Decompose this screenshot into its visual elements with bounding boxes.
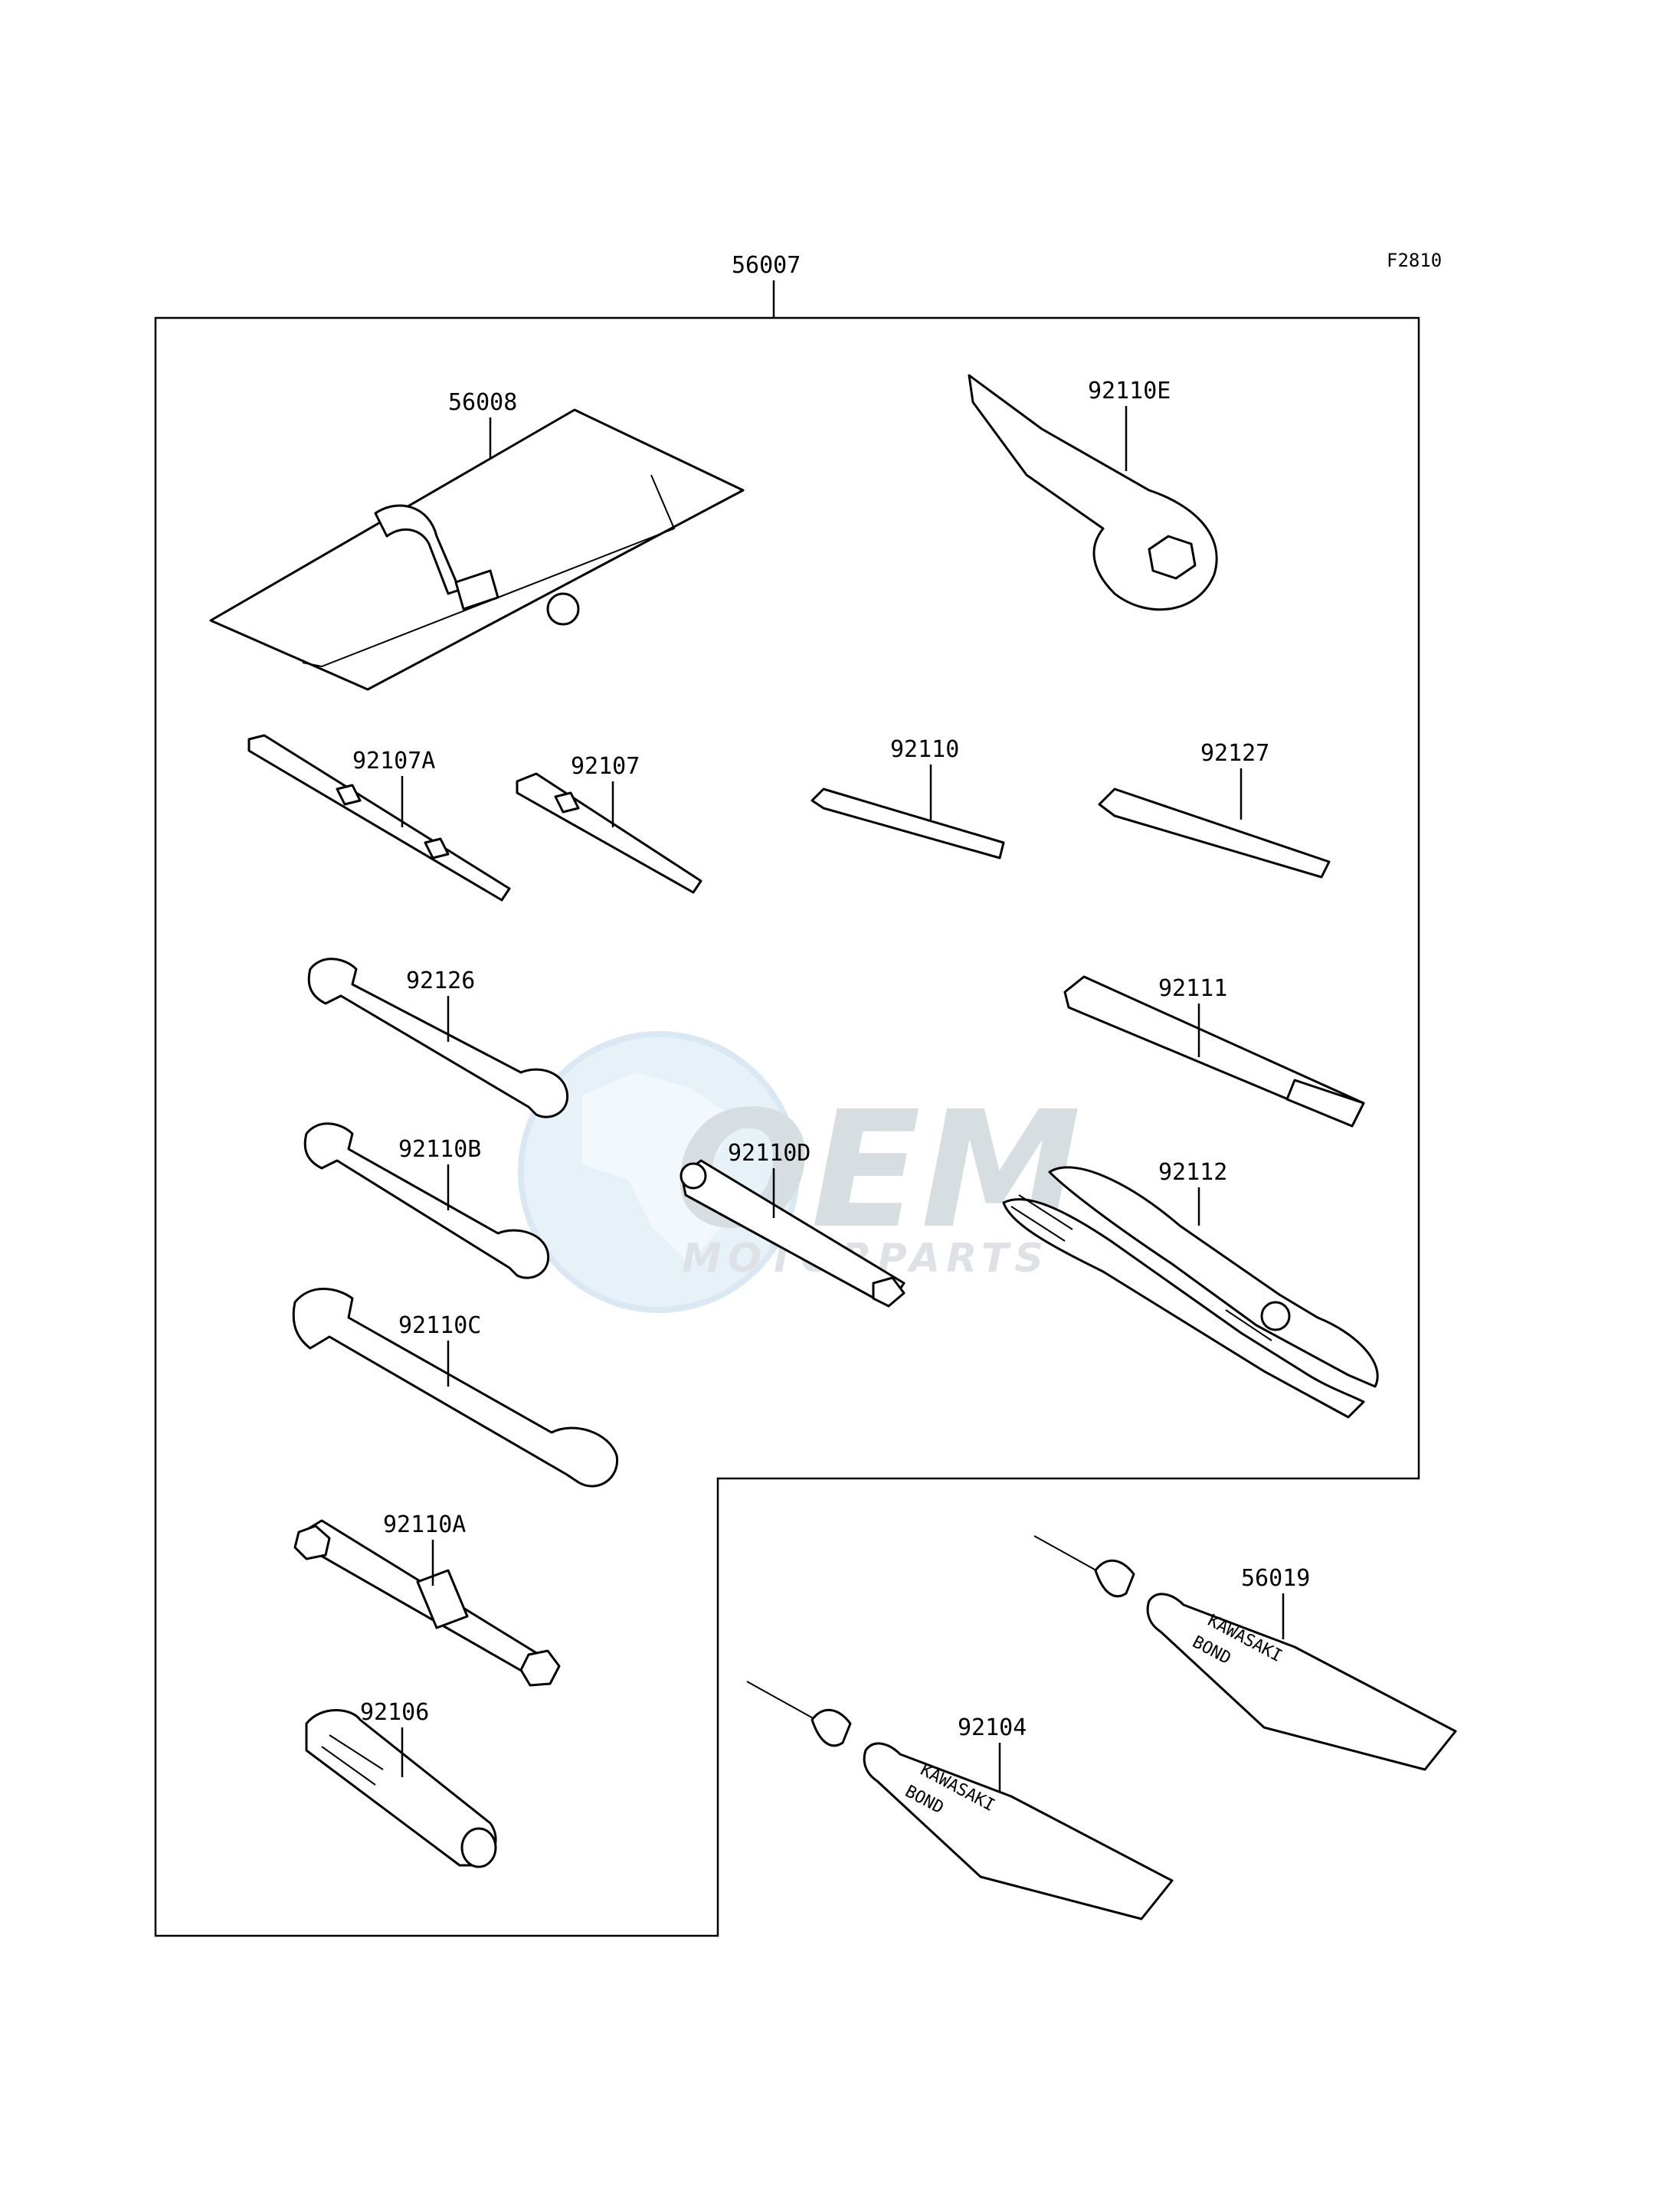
open-wrench-small (307, 958, 569, 1118)
watermark: OEM MOTORPARTS (518, 1031, 1081, 1313)
grip-handle (305, 1709, 497, 1868)
figure-code: F2810 (1387, 250, 1442, 271)
label-92127: 92127 (1200, 740, 1269, 767)
label-92110A: 92110A (383, 1511, 466, 1538)
label-92110E: 92110E (1088, 378, 1171, 404)
watermark-brand: OEM (674, 1076, 1081, 1264)
extension-handle (1063, 975, 1365, 1128)
hex-key-small (811, 787, 1005, 859)
label-92110C: 92110C (398, 1312, 481, 1339)
kit-boundary (154, 316, 1420, 1937)
screwdriver-double (247, 734, 511, 902)
label-92111: 92111 (1158, 975, 1227, 1002)
label-92110: 92110 (890, 736, 959, 763)
bond-tube-lower: KAWASAKI BOND (746, 1681, 1174, 1920)
hex-key-large (1098, 787, 1331, 879)
box-wrench (680, 1159, 905, 1308)
continent-shape (582, 1072, 735, 1264)
label-92112: 92112 (1158, 1159, 1227, 1186)
label-92107A: 92107A (352, 748, 435, 774)
label-56019: 56019 (1241, 1565, 1310, 1592)
pliers (1002, 1166, 1379, 1419)
label-56008: 56008 (448, 389, 517, 416)
open-wrench-large (292, 1288, 618, 1488)
label-92104: 92104 (958, 1714, 1027, 1741)
label-92126: 92126 (406, 968, 475, 994)
open-wrench-medium (303, 1122, 550, 1279)
socket-wrench (293, 1519, 561, 1687)
label-92110B: 92110B (398, 1136, 481, 1163)
label-92106: 92106 (360, 1699, 429, 1726)
tool-bag (209, 408, 745, 691)
ring-spanner (968, 374, 1218, 611)
screwdriver-bit (516, 772, 702, 894)
label-92110D: 92110D (728, 1140, 811, 1167)
label-92107: 92107 (571, 753, 640, 780)
kit-label: 56007 (732, 252, 801, 279)
